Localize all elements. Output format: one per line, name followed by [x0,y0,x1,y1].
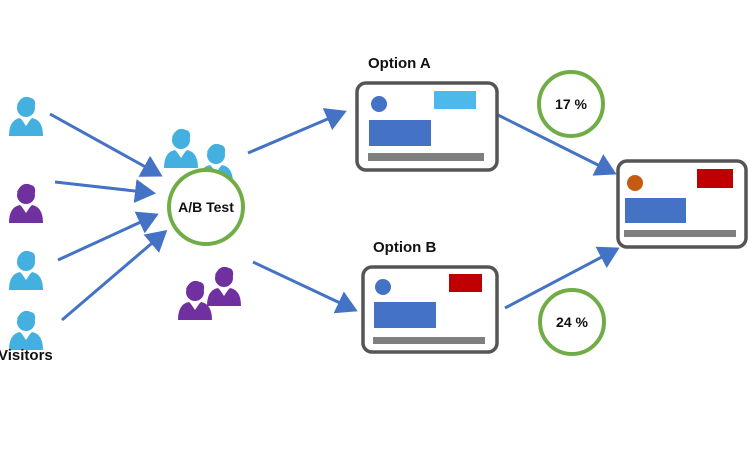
option-a-label: Option A [368,55,431,72]
visitors-label: Visitors [0,347,53,364]
result-avatar-dot [627,175,643,191]
ab-test-circle [167,168,245,246]
arrow-test-to-option-b [252,260,358,314]
visitor-2-person-icon [9,183,43,223]
option-b-accent-block [449,274,482,292]
rate-a-circle [537,70,605,138]
option-b-label: Option B [373,239,437,256]
ab-test-label: A/B Test [178,199,234,215]
rate-b-circle [538,288,606,356]
arrow-visitor1-to-test [49,112,163,177]
arrow-visitor3-to-test [57,211,159,262]
group-purple-person-icon-1 [207,266,241,306]
option-a-accent-block [434,91,476,109]
result-footer-bar [624,230,736,237]
visitor-1-person-icon [9,96,43,136]
arrow-visitor4-to-test [61,230,168,322]
option-b-content-block [374,302,436,328]
result-content-block [625,198,686,223]
arrow-visitor2-to-test [54,179,156,203]
arrow-test-to-option-a [247,108,347,155]
option-b-avatar-dot [375,279,391,295]
arrows [49,108,620,322]
option-a-avatar-dot [371,96,387,112]
visitor-4-person-icon [9,310,43,350]
group-blue-person-icon-1 [164,128,198,168]
option-b-card [361,265,499,354]
rate-b-label: 24 % [556,314,588,330]
option-b-footer-bar [373,337,485,344]
arrow-option-a-to-result [497,113,617,176]
visitor-3-person-icon [9,250,43,290]
result-card [616,159,748,249]
rate-a-label: 17 % [555,96,587,112]
option-a-footer-bar [368,153,484,161]
option-a-card [355,81,499,172]
group-purple-person-icon-2 [178,280,212,320]
arrow-option-b-to-result [504,246,620,310]
option-a-content-block [369,120,431,146]
result-accent-block [697,169,733,188]
